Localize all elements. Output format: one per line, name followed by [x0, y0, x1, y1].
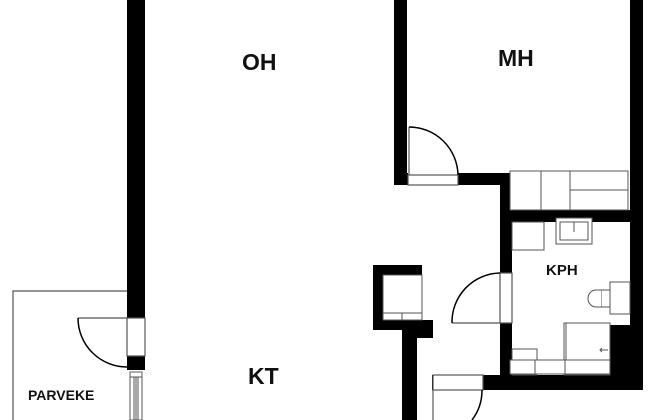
- room-label-mh: MH: [498, 45, 534, 71]
- kitchen-units: [509, 359, 611, 375]
- mh-door: [407, 126, 459, 186]
- balcony-door: [77, 317, 146, 368]
- room-label-kph: KPH: [546, 262, 578, 279]
- kph-door: [451, 272, 513, 324]
- entrance-door: [432, 374, 484, 420]
- walls: [127, 0, 643, 420]
- room-label-oh: OH: [242, 49, 277, 75]
- window: [129, 371, 143, 420]
- entrance-closet: [382, 274, 423, 321]
- balcony-outline: [12, 290, 127, 420]
- room-label-parveke: PARVEKE: [28, 387, 95, 403]
- wardrobe: [509, 170, 629, 211]
- room-label-kt: KT: [248, 363, 279, 389]
